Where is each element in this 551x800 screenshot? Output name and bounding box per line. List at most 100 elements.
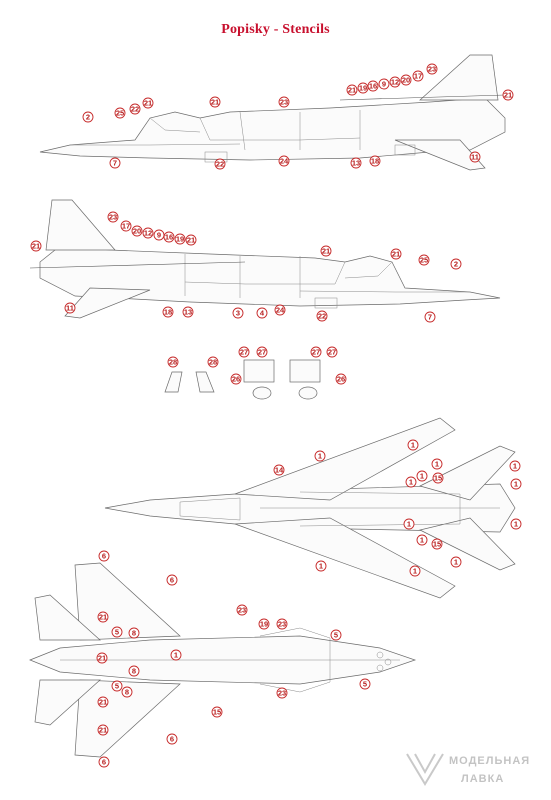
- svg-text:18: 18: [164, 308, 172, 317]
- svg-text:23: 23: [428, 65, 436, 74]
- callout-marker: 6: [98, 756, 110, 768]
- callout-marker: 27: [326, 346, 338, 358]
- callout-marker: 7: [424, 311, 436, 323]
- callout-marker: 21: [502, 89, 514, 101]
- svg-text:19: 19: [176, 235, 184, 244]
- callout-marker: 23: [278, 96, 290, 108]
- callout-marker: 1: [510, 478, 522, 490]
- callout-marker: 26: [230, 373, 242, 385]
- callout-marker: 17: [412, 70, 424, 82]
- callout-marker: 11: [469, 151, 481, 163]
- callout-marker: 21: [185, 234, 197, 246]
- svg-text:22: 22: [216, 160, 224, 169]
- callout-marker: 6: [166, 574, 178, 586]
- svg-text:6: 6: [170, 735, 174, 744]
- svg-text:2: 2: [454, 260, 458, 269]
- svg-text:21: 21: [98, 654, 106, 663]
- svg-text:1: 1: [514, 520, 518, 529]
- svg-text:1: 1: [435, 460, 439, 469]
- svg-text:17: 17: [414, 72, 422, 81]
- svg-text:21: 21: [392, 250, 400, 259]
- svg-text:1: 1: [407, 520, 411, 529]
- callout-marker: 17: [120, 220, 132, 232]
- callout-marker: 4: [256, 307, 268, 319]
- svg-text:26: 26: [232, 375, 240, 384]
- svg-text:1: 1: [454, 558, 458, 567]
- svg-text:18: 18: [371, 157, 379, 166]
- svg-text:1: 1: [513, 462, 517, 471]
- callout-marker: 27: [310, 346, 322, 358]
- svg-text:23: 23: [278, 689, 286, 698]
- svg-text:21: 21: [504, 91, 512, 100]
- svg-text:1: 1: [413, 567, 417, 576]
- svg-text:11: 11: [66, 304, 74, 313]
- svg-text:12: 12: [391, 78, 399, 87]
- svg-text:5: 5: [334, 631, 338, 640]
- svg-text:6: 6: [102, 552, 106, 561]
- callout-marker: 1: [407, 439, 419, 451]
- svg-text:1: 1: [420, 472, 424, 481]
- svg-text:23: 23: [238, 606, 246, 615]
- callout-marker: 22: [214, 158, 226, 170]
- svg-text:3: 3: [236, 309, 240, 318]
- callout-marker: 3: [232, 307, 244, 319]
- svg-text:27: 27: [258, 348, 266, 357]
- callout-marker: 1: [509, 460, 521, 472]
- svg-text:1: 1: [514, 480, 518, 489]
- gear-details: [164, 359, 321, 400]
- svg-text:2: 2: [86, 113, 90, 122]
- svg-text:22: 22: [131, 105, 139, 114]
- callout-marker: 14: [273, 464, 285, 476]
- callout-marker: 16: [367, 80, 379, 92]
- callout-marker: 20: [131, 225, 143, 237]
- side-view-left: [39, 54, 506, 171]
- callout-marker: 21: [97, 696, 109, 708]
- svg-text:21: 21: [348, 86, 356, 95]
- callout-marker: 15: [432, 472, 444, 484]
- callout-marker: 7: [109, 157, 121, 169]
- svg-text:14: 14: [275, 466, 284, 475]
- callout-marker: 9: [153, 229, 165, 241]
- callout-marker: 8: [128, 665, 140, 677]
- svg-text:25: 25: [116, 109, 124, 118]
- svg-text:19: 19: [359, 84, 367, 93]
- callout-marker: 6: [98, 550, 110, 562]
- svg-text:21: 21: [211, 98, 219, 107]
- svg-text:15: 15: [434, 474, 442, 483]
- callout-marker: 18: [369, 155, 381, 167]
- callout-marker: 28: [167, 356, 179, 368]
- svg-text:20: 20: [133, 227, 141, 236]
- svg-text:1: 1: [174, 651, 178, 660]
- svg-text:8: 8: [132, 629, 136, 638]
- svg-text:21: 21: [322, 247, 330, 256]
- svg-text:21: 21: [32, 242, 40, 251]
- top-view: [104, 417, 516, 599]
- svg-text:5: 5: [115, 628, 119, 637]
- side-view-right: [29, 199, 501, 319]
- callout-marker: 12: [142, 227, 154, 239]
- callout-marker: 8: [128, 627, 140, 639]
- callout-marker: 28: [207, 356, 219, 368]
- callout-markers: 2 25 22 21 21 23 21 19 16 9 12 20 17 23 …: [30, 63, 522, 768]
- svg-text:7: 7: [113, 159, 117, 168]
- svg-text:8: 8: [125, 688, 129, 697]
- svg-text:17: 17: [122, 222, 130, 231]
- callout-marker: 20: [400, 74, 412, 86]
- callout-marker: 11: [64, 302, 76, 314]
- callout-marker: 15: [211, 706, 223, 718]
- svg-text:6: 6: [170, 576, 174, 585]
- svg-text:5: 5: [363, 680, 367, 689]
- callout-marker: 21: [209, 96, 221, 108]
- callout-marker: 21: [390, 248, 402, 260]
- callout-marker: 1: [416, 534, 428, 546]
- callout-marker: 25: [418, 254, 430, 266]
- callout-marker: 2: [82, 111, 94, 123]
- svg-text:27: 27: [240, 348, 248, 357]
- callout-marker: 19: [258, 618, 270, 630]
- callout-marker: 15: [431, 538, 443, 550]
- svg-text:24: 24: [280, 157, 289, 166]
- callout-marker: 23: [426, 63, 438, 75]
- callout-marker: 1: [409, 565, 421, 577]
